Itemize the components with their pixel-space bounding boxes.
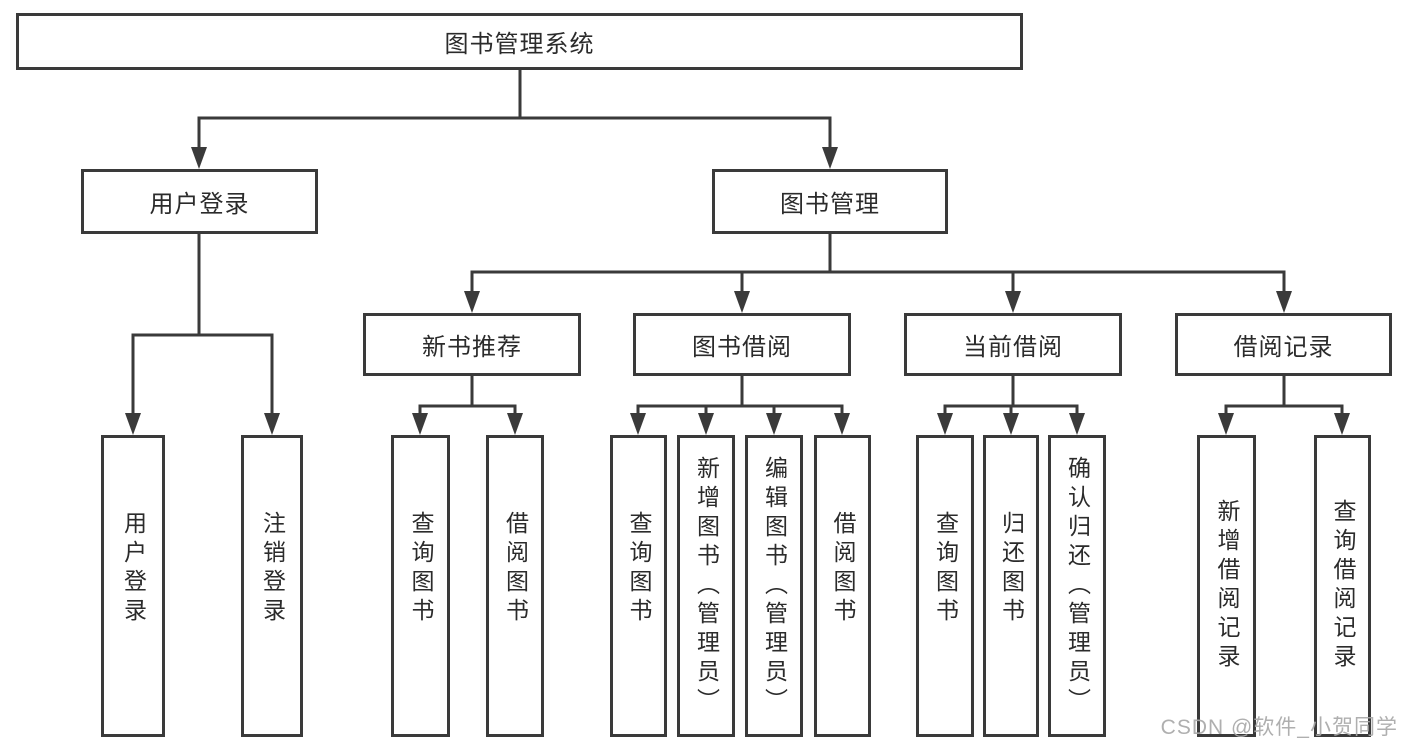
node-leaf-user-login: 用户登录 — [101, 435, 165, 737]
arrowheads — [125, 147, 1350, 435]
node-new-book-recommend: 新书推荐 — [363, 313, 581, 376]
node-leaf-borrow-books-a: 借阅图书 — [486, 435, 544, 737]
node-current-borrow: 当前借阅 — [904, 313, 1122, 376]
node-leaf-confirm-return-admin: 确认归还（管理员） — [1048, 435, 1106, 737]
node-leaf-logout: 注销登录 — [241, 435, 303, 737]
node-book-management: 图书管理 — [712, 169, 948, 234]
csdn-watermark: CSDN @软件_小贺同学 — [1160, 716, 1398, 739]
node-user-login: 用户登录 — [81, 169, 318, 234]
node-leaf-edit-books-admin: 编辑图书（管理员） — [745, 435, 803, 737]
node-leaf-return-books: 归还图书 — [983, 435, 1039, 737]
node-leaf-borrow-books-b: 借阅图书 — [814, 435, 871, 737]
node-leaf-query-books-a: 查询图书 — [391, 435, 450, 737]
node-leaf-add-books-admin: 新增图书（管理员） — [677, 435, 735, 737]
node-root: 图书管理系统 — [16, 13, 1023, 70]
node-leaf-add-borrow-record: 新增借阅记录 — [1197, 435, 1256, 737]
node-leaf-query-books-b: 查询图书 — [610, 435, 667, 737]
node-leaf-query-borrow-record: 查询借阅记录 — [1314, 435, 1371, 737]
node-leaf-query-books-c: 查询图书 — [916, 435, 974, 737]
node-borrow-records: 借阅记录 — [1175, 313, 1392, 376]
node-book-borrow: 图书借阅 — [633, 313, 851, 376]
